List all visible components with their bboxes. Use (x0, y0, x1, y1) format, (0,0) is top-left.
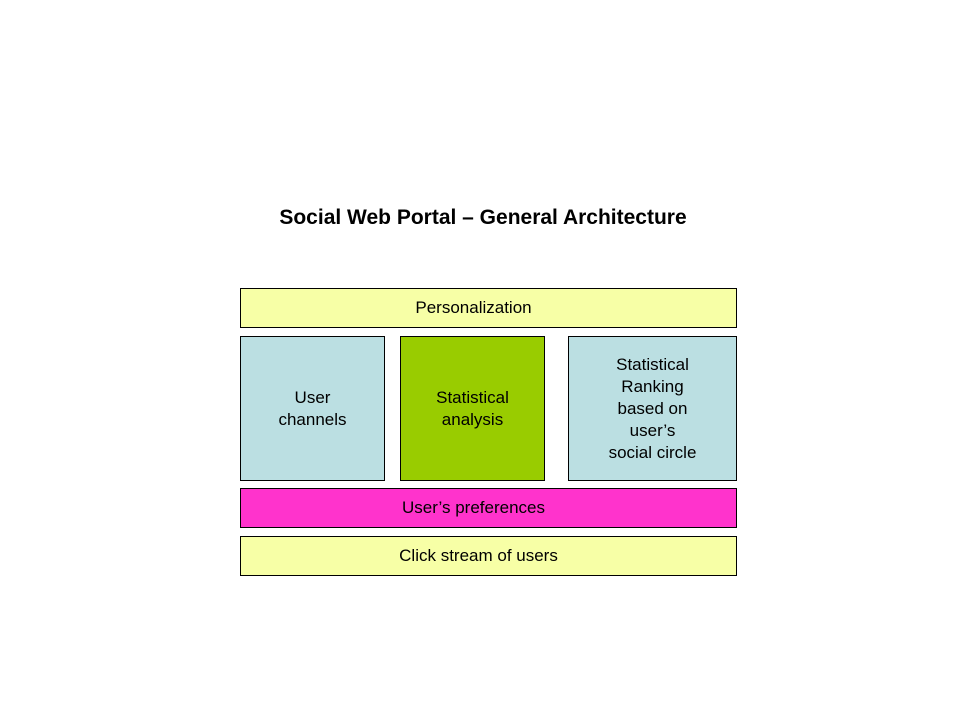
user-preferences-label: User’s preferences (402, 498, 545, 517)
click-stream-layer: Click stream of users (240, 536, 737, 576)
statistical-ranking-label-line: user’s (629, 420, 676, 440)
statistical-ranking-label-line: based on (617, 398, 688, 418)
personalization-layer: Personalization (240, 288, 737, 328)
click-stream-label: Click stream of users (399, 546, 558, 565)
user-preferences-layer: User’s preferences (240, 488, 737, 528)
user-channels-box: User channels (240, 336, 385, 481)
statistical-ranking-label-line: Ranking (621, 376, 684, 396)
personalization-label: Personalization (415, 298, 532, 317)
statistical-ranking-label-line: social circle (608, 442, 697, 462)
statistical-analysis-label-line: analysis (441, 409, 504, 429)
statistical-ranking-box: Statistical Ranking based on user’s soci… (568, 336, 737, 481)
statistical-analysis-label-line: Statistical (436, 387, 509, 407)
user-channels-label-line: User (294, 387, 331, 407)
statistical-analysis-box: Statistical analysis (400, 336, 545, 481)
diagram-title: Social Web Portal – General Architecture (279, 206, 687, 229)
statistical-ranking-label-line: Statistical (616, 354, 689, 374)
user-channels-label-line: channels (278, 409, 347, 429)
